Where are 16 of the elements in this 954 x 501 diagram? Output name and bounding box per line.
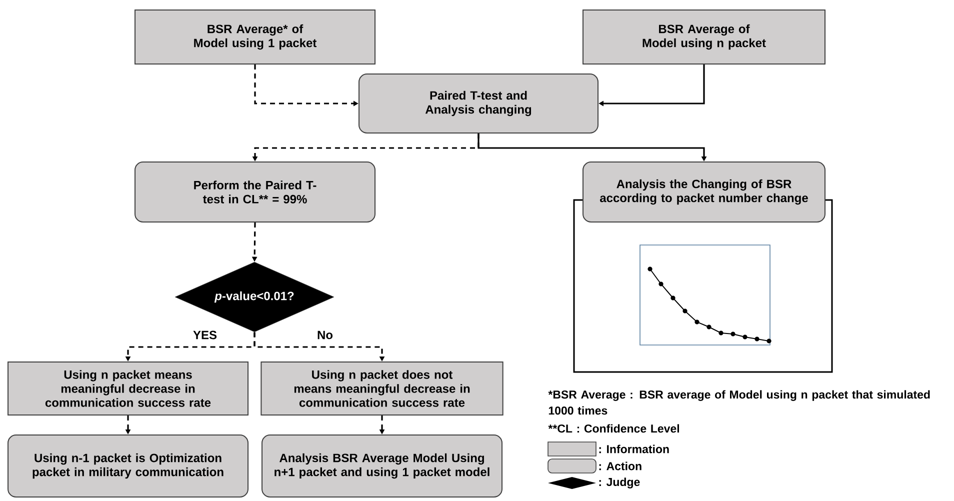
note: **CL : Confidence Level (548, 424, 679, 433)
legend-label: : Information (599, 444, 669, 454)
legend-label: : Action (599, 462, 642, 470)
action-box: Using n-1 packet is Optimization packet in military communication (8, 434, 248, 498)
information-box: Using n packet does not means meaningful decrease in communication success rate (260, 362, 504, 416)
action-box: Analysis the Changing of BSR according to packet number change (582, 162, 826, 222)
action-box: Perform the Paired T-test in CL** = 99% (134, 162, 376, 222)
legend-label: : Judge (599, 478, 640, 488)
action-box: Analysis BSR Average Model Using n+1 packet and using 1 packet model (262, 434, 502, 498)
note: *BSR Average : BSR average of Model using n packet that simulated 1000 times (548, 390, 930, 415)
information-box: BSR Average of Model using n packet (582, 10, 826, 64)
information-box: Using n packet means meaningful decrease in communication success rate (8, 362, 248, 416)
edge-label: No (318, 330, 333, 340)
edge-label: YES (193, 330, 217, 340)
action-box: Paired T-test and Analysis changing (358, 74, 598, 134)
information-box: BSR Average* of Model using 1 packet (134, 10, 376, 64)
